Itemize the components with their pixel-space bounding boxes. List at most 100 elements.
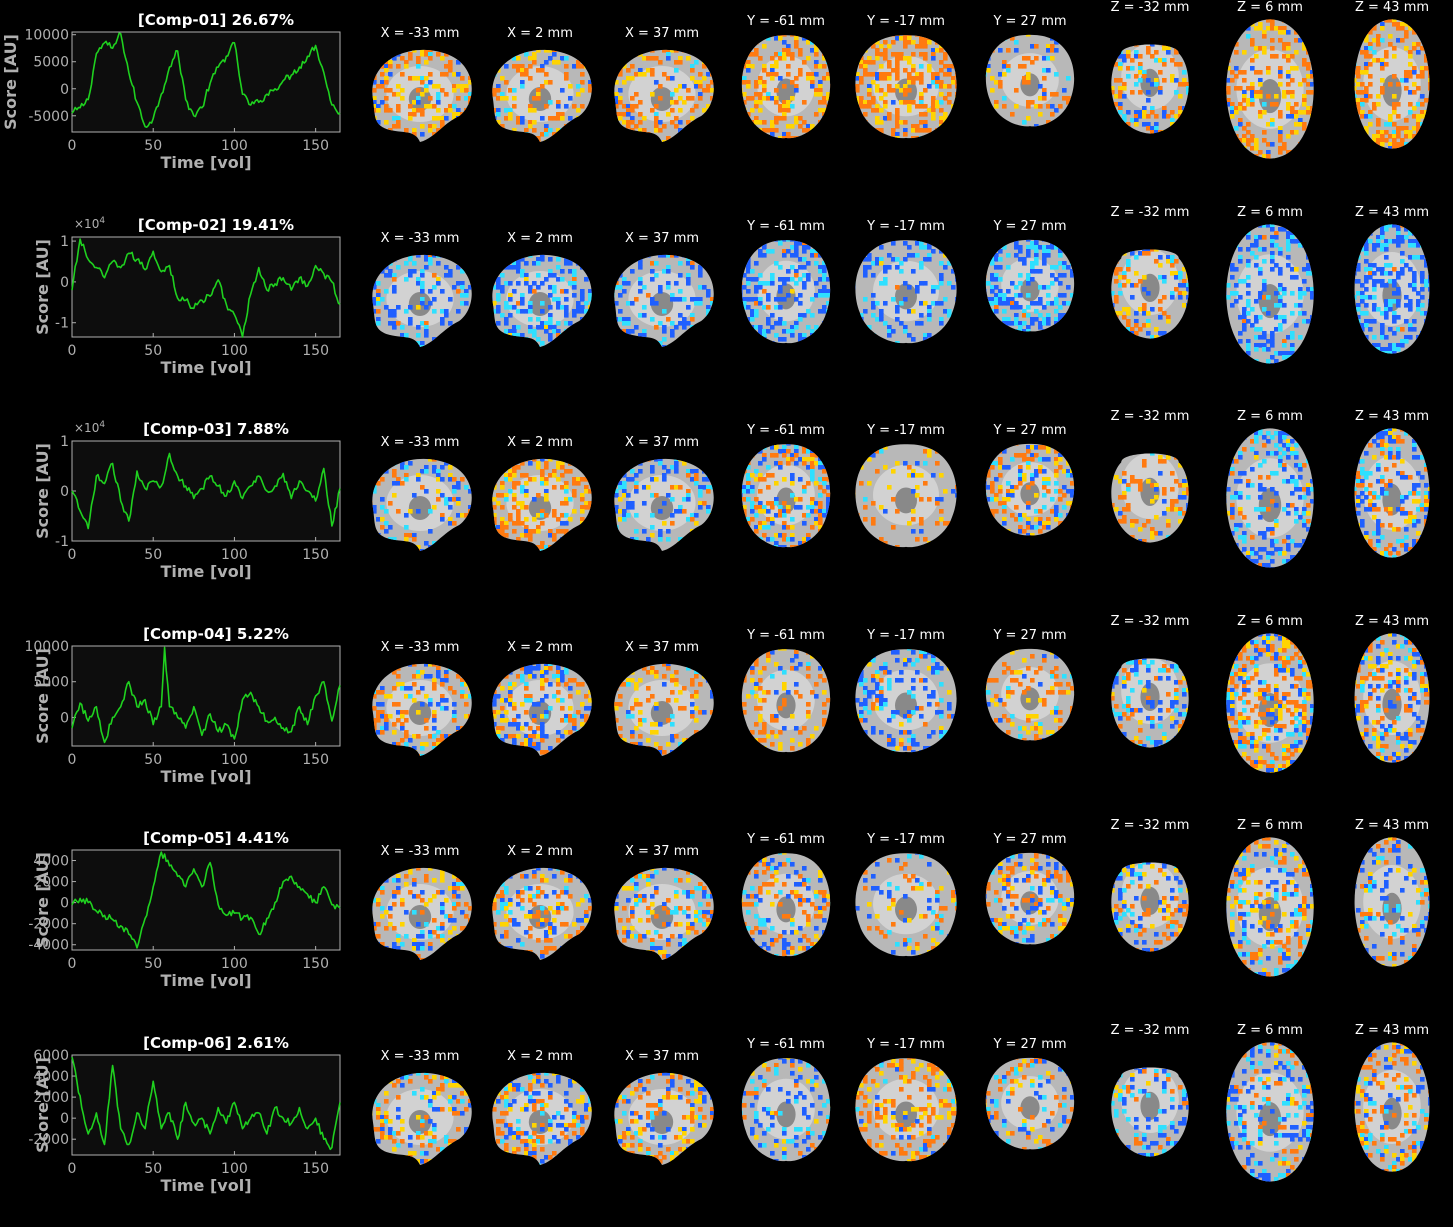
x-tick-label: 100 bbox=[221, 752, 248, 768]
x-tick-label: 150 bbox=[302, 138, 329, 154]
x-tick-label: 150 bbox=[302, 547, 329, 563]
brain-slice-axial-2 bbox=[1214, 836, 1326, 978]
slice-label-coronal-1: Y = -61 mm bbox=[726, 832, 846, 847]
brain-slice-axial-3 bbox=[1344, 632, 1440, 764]
slice-label-axial-1: Z = -32 mm bbox=[1090, 1023, 1210, 1038]
brain-slice-coronal-1 bbox=[738, 850, 834, 958]
slice-label-coronal-2: Y = -17 mm bbox=[846, 219, 966, 234]
x-axis-label: Time [vol] bbox=[160, 562, 251, 581]
axis-exponent: ×104 bbox=[74, 420, 105, 435]
brain-slice-axial-1 bbox=[1102, 836, 1198, 954]
slice-label-coronal-2: Y = -17 mm bbox=[846, 628, 966, 643]
slice-label-coronal-2: Y = -17 mm bbox=[846, 14, 966, 29]
slice-label-axial-1: Z = -32 mm bbox=[1090, 409, 1210, 424]
y-tick-label: 10000 bbox=[24, 28, 69, 44]
plot-title: [Comp-04] 5.22% bbox=[143, 625, 289, 643]
plot-area bbox=[72, 646, 340, 746]
y-axis-label: Score [AU] bbox=[33, 648, 52, 744]
plot-area bbox=[72, 32, 340, 132]
slice-label-axial-3: Z = 43 mm bbox=[1332, 1023, 1452, 1038]
slice-label-sagittal-2: X = 2 mm bbox=[480, 26, 600, 41]
x-tick-label: 50 bbox=[144, 547, 162, 563]
slice-label-sagittal-3: X = 37 mm bbox=[602, 1049, 722, 1064]
slice-label-sagittal-3: X = 37 mm bbox=[602, 844, 722, 859]
slice-label-axial-1: Z = -32 mm bbox=[1090, 0, 1210, 15]
x-tick-label: 50 bbox=[144, 752, 162, 768]
slice-label-coronal-2: Y = -17 mm bbox=[846, 832, 966, 847]
slice-label-sagittal-3: X = 37 mm bbox=[602, 231, 722, 246]
brain-slice-coronal-1 bbox=[738, 441, 834, 549]
brain-slice-axial-2 bbox=[1214, 632, 1326, 774]
brain-slice-sagittal-2 bbox=[484, 862, 596, 962]
brain-slice-sagittal-1 bbox=[364, 862, 476, 962]
slice-label-axial-2: Z = 6 mm bbox=[1210, 614, 1330, 629]
slice-label-coronal-1: Y = -61 mm bbox=[726, 423, 846, 438]
brain-slice-coronal-2 bbox=[851, 237, 961, 345]
x-axis-label: Time [vol] bbox=[160, 971, 251, 990]
brain-slice-sagittal-1 bbox=[364, 44, 476, 144]
slice-label-sagittal-3: X = 37 mm bbox=[602, 26, 722, 41]
y-tick-label: 1 bbox=[60, 434, 69, 450]
slice-label-coronal-3: Y = 27 mm bbox=[970, 14, 1090, 29]
y-tick-label: 0 bbox=[60, 710, 69, 726]
y-tick-label: 0 bbox=[60, 1111, 69, 1127]
brain-slice-sagittal-2 bbox=[484, 1067, 596, 1167]
y-axis-label: Score [AU] bbox=[33, 239, 52, 335]
x-tick-label: 150 bbox=[302, 956, 329, 972]
slice-label-sagittal-2: X = 2 mm bbox=[480, 435, 600, 450]
brain-slice-coronal-2 bbox=[851, 646, 961, 754]
slice-label-coronal-2: Y = -17 mm bbox=[846, 1037, 966, 1052]
y-tick-label: 5000 bbox=[33, 55, 69, 71]
slice-label-coronal-3: Y = 27 mm bbox=[970, 628, 1090, 643]
brain-slice-sagittal-1 bbox=[364, 249, 476, 349]
brain-slice-coronal-3 bbox=[982, 441, 1078, 537]
slice-label-coronal-3: Y = 27 mm bbox=[970, 1037, 1090, 1052]
slice-label-sagittal-3: X = 37 mm bbox=[602, 640, 722, 655]
slice-label-coronal-3: Y = 27 mm bbox=[970, 832, 1090, 847]
slice-label-sagittal-1: X = -33 mm bbox=[360, 1049, 480, 1064]
plot-area bbox=[72, 237, 340, 337]
brain-slice-axial-1 bbox=[1102, 427, 1198, 545]
x-tick-label: 0 bbox=[68, 343, 77, 359]
brain-slice-coronal-3 bbox=[982, 1055, 1078, 1151]
y-tick-label: 0 bbox=[60, 896, 69, 912]
brain-slice-sagittal-2 bbox=[484, 658, 596, 758]
brain-slice-sagittal-3 bbox=[606, 44, 718, 144]
plot-area bbox=[72, 850, 340, 950]
brain-slice-sagittal-3 bbox=[606, 453, 718, 553]
x-tick-label: 100 bbox=[221, 1161, 248, 1177]
slice-label-coronal-2: Y = -17 mm bbox=[846, 423, 966, 438]
brain-slice-sagittal-3 bbox=[606, 658, 718, 758]
slice-label-sagittal-2: X = 2 mm bbox=[480, 1049, 600, 1064]
x-tick-label: 50 bbox=[144, 1161, 162, 1177]
slice-label-coronal-1: Y = -61 mm bbox=[726, 219, 846, 234]
brain-slice-axial-1 bbox=[1102, 632, 1198, 750]
slice-label-axial-1: Z = -32 mm bbox=[1090, 614, 1210, 629]
brain-slice-sagittal-1 bbox=[364, 453, 476, 553]
brain-slice-coronal-3 bbox=[982, 646, 1078, 742]
x-tick-label: 0 bbox=[68, 547, 77, 563]
x-tick-label: 0 bbox=[68, 1161, 77, 1177]
x-tick-label: 0 bbox=[68, 752, 77, 768]
brain-slice-axial-3 bbox=[1344, 427, 1440, 559]
brain-slice-coronal-2 bbox=[851, 441, 961, 549]
x-axis-label: Time [vol] bbox=[160, 767, 251, 786]
brain-slice-coronal-1 bbox=[738, 1055, 834, 1163]
slice-label-coronal-3: Y = 27 mm bbox=[970, 219, 1090, 234]
slice-label-coronal-3: Y = 27 mm bbox=[970, 423, 1090, 438]
slice-label-axial-3: Z = 43 mm bbox=[1332, 614, 1452, 629]
plot-title: [Comp-06] 2.61% bbox=[143, 1034, 289, 1052]
brain-slice-coronal-3 bbox=[982, 850, 1078, 946]
y-axis-label: Score [AU] bbox=[1, 34, 20, 130]
brain-slice-sagittal-3 bbox=[606, 862, 718, 962]
y-axis-label: Score [AU] bbox=[33, 443, 52, 539]
y-tick-label: 1 bbox=[60, 234, 69, 250]
slice-label-axial-1: Z = -32 mm bbox=[1090, 818, 1210, 833]
x-tick-label: 100 bbox=[221, 138, 248, 154]
